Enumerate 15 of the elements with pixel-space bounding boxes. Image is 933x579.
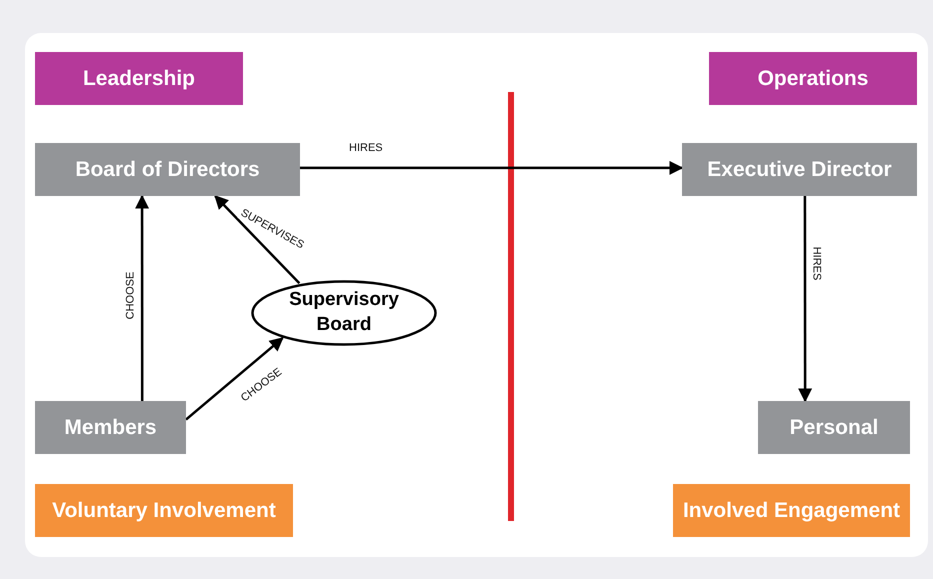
edge-label: HIRES [348,142,384,154]
engagement-box: Involved Engagement [673,484,910,537]
role-box: Executive Director [682,143,917,196]
engagement-box: Voluntary Involvement [35,484,293,537]
role-box: Members [35,401,186,454]
arrow [798,196,812,402]
section-header: Leadership [35,52,243,105]
section-header: Operations [709,52,917,105]
role-box: Personal [758,401,910,454]
arrow [135,194,150,401]
role-box: Board of Directors [35,143,300,196]
arrow [214,195,300,284]
ellipse-node: Supervisory Board [251,280,437,346]
arrow [185,337,284,420]
arrow [300,160,684,175]
